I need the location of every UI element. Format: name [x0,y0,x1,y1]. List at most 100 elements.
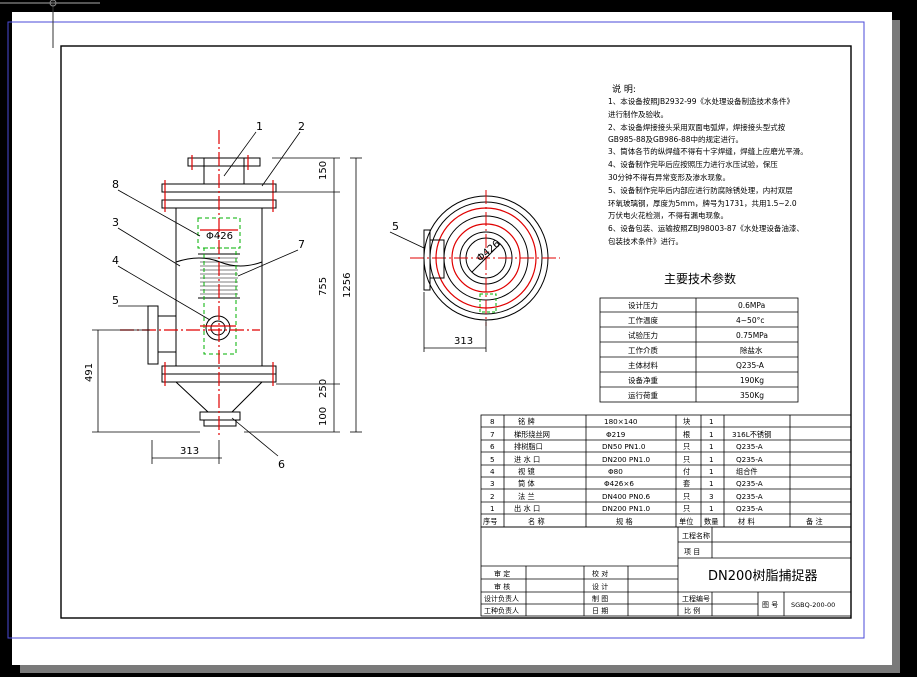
note-line: GB985-88及GB986-88中的规定进行。 [608,134,743,144]
dim-755: 755 [318,277,329,296]
bom-unit: 根 [683,430,690,439]
tb-row-label-b: 校 对 [592,569,608,578]
bom-qty: 3 [709,492,714,501]
balloon-8: 8 [112,178,119,191]
bom-header-spec: 规 格 [616,517,633,526]
tb-drawing-no: SGBQ-200-00 [791,601,835,609]
bom-name: 视 镜 [518,467,535,476]
param-key: 主体材料 [628,360,658,370]
bom-unit: 只 [683,455,690,464]
param-key: 设计压力 [628,300,658,310]
notes-heading: 说 明: [612,83,636,95]
bom-mat: 316L不锈钢 [732,430,771,439]
bom-unit: 只 [683,492,690,501]
bom-spec: Φ219 [606,430,626,439]
bom-no: 6 [490,442,495,451]
bom-mat: Q235-A [736,455,763,464]
note-line: 2、本设备焊接接头采用双面电弧焊，焊接接头型式按 [608,122,786,132]
dim-150: 150 [318,161,329,180]
bom-no: 8 [490,417,495,426]
dim-313-front: 313 [180,446,199,457]
tb-drawing-title: DN200树脂捕捉器 [708,568,818,584]
bom-spec: Φ80 [608,467,623,476]
bom-unit: 只 [683,504,690,513]
notes-block: 说 明: 1、本设备按照JB2932-99《水处理设备制造技术条件》 进行制作及… [608,83,808,246]
tb-project-name-label: 工程名称 [682,531,710,540]
tb-row-label-b: 制 图 [592,594,608,603]
bom-header-note: 备 注 [806,517,823,526]
tb-drawing-no-label: 图 号 [762,601,778,609]
bom-mat: 组合件 [736,467,758,476]
dim-250: 250 [318,379,329,398]
note-line: 3、筒体各节的纵焊缝不得有十字焊缝，焊缝上应磨光平滑。 [608,146,808,156]
bom-no: 1 [490,504,495,513]
title-block [480,526,852,617]
bom-spec: DN200 PN1.0 [602,455,650,464]
tb-row-label-a: 审 定 [494,569,510,578]
balloon-4: 4 [112,254,119,267]
bom-unit: 只 [683,442,690,451]
balloon-1: 1 [256,120,263,133]
note-line: 30分钟不得有异常变形及渗水现象。 [608,172,730,182]
params-table [599,297,799,403]
bom-no: 3 [490,479,495,488]
param-key: 设备净重 [628,375,658,385]
param-value: 除盐水 [740,345,763,355]
note-line: 6、设备包装、运输按照ZBJ98003-87《水处理设备油漆、 [608,223,804,233]
bom-spec: DN400 PN0.6 [602,492,650,501]
bom-name: 铭 牌 [518,417,535,426]
bom-header-mat: 材 料 [738,517,755,526]
note-line: 5、设备制作完毕后内部应进行防腐除锈处理，内衬双层 [608,185,793,195]
tb-scale-label: 比 例 [684,606,700,615]
bom-mat: Q235-A [736,492,763,501]
params-title: 主要技术参数 [664,271,736,286]
bom-name: 排树脂口 [514,442,543,451]
ucs-icon [49,0,57,7]
bom-no: 7 [490,430,495,439]
bom-name: 梯形绕丝网 [514,430,550,439]
bom-qty: 1 [709,430,714,439]
bom-qty: 1 [709,467,714,476]
dim-100: 100 [318,407,329,426]
param-value: 0.75MPa [736,331,768,340]
note-line: 万伏电火花检测，不得有漏电现象。 [608,210,728,220]
bom-spec: 180×140 [604,417,638,426]
bom-unit: 付 [683,467,690,476]
tb-row-label-b: 设 计 [592,582,608,591]
bom-qty: 1 [709,417,714,426]
balloon-5: 5 [112,294,119,307]
front-view [147,157,277,427]
param-value: Q235-A [736,361,765,370]
param-key: 运行荷重 [628,390,658,400]
tb-project-no-label: 工程编号 [682,594,710,603]
param-value: 350Kg [740,391,764,400]
bom-name: 法 兰 [518,492,535,501]
top-dim-313: 313 [454,336,473,347]
bom-mat: Q235-A [736,479,763,488]
paper-sheet [12,12,892,665]
param-key: 试验压力 [628,330,658,340]
param-key: 工作介质 [628,345,658,355]
viewport-border [7,21,865,639]
param-value: 190Kg [740,376,764,385]
bom-header-no: 序号 [483,517,497,526]
top-view [389,190,560,352]
bom-spec: DN200 PN1.0 [602,504,650,513]
bom-name: 筒 体 [518,479,535,488]
bom-unit: 套 [683,479,690,488]
bom-qty: 1 [709,442,714,451]
dim-1256: 1256 [342,273,353,298]
note-line: 1、本设备按照JB2932-99《水处理设备制造技术条件》 [608,96,794,106]
note-line: 包装技术条件》进行。 [608,236,683,246]
bom-qty: 1 [709,455,714,464]
bom-name: 进 水 口 [514,455,540,464]
bom-no: 2 [490,492,495,501]
param-value: 4~50°c [736,316,764,325]
bom-mat: Q235-A [736,504,763,513]
tb-row-label-a: 审 核 [494,582,510,591]
bom-header-unit: 单位 [679,517,693,526]
param-key: 工作温度 [628,315,658,325]
tb-row-label-a: 工种负责人 [484,606,519,615]
bom-table [480,414,852,528]
